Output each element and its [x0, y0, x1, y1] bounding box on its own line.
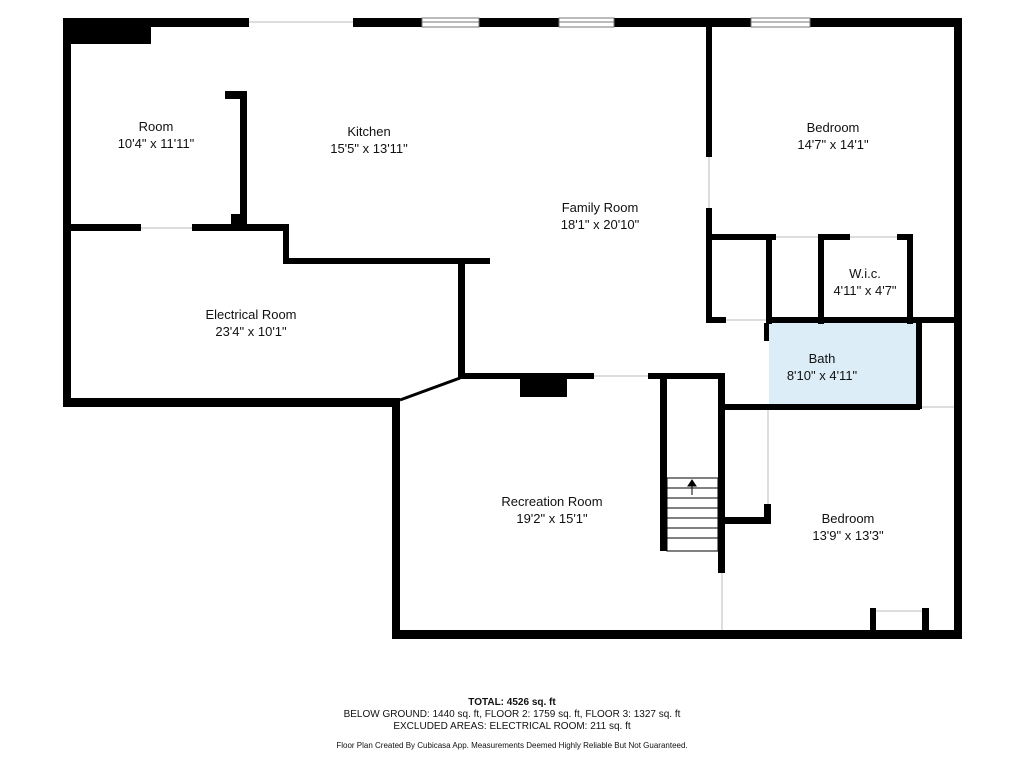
room-dims-bedroom-se: 13'9" x 13'3" — [812, 528, 884, 543]
room-label-kitchen: Kitchen — [347, 124, 390, 139]
walls — [63, 18, 962, 639]
room-dims-family-room: 18'1" x 20'10" — [561, 217, 640, 232]
room-dims-electrical: 23'4" x 10'1" — [215, 324, 287, 339]
room-dims-recreation: 19'2" x 15'1" — [516, 511, 588, 526]
room-labels: Room 10'4" x 11'11" Kitchen 15'5" x 13'1… — [118, 119, 897, 543]
room-dims-bedroom-ne: 14'7" x 14'1" — [797, 137, 869, 152]
room-dims-kitchen: 15'5" x 13'11" — [330, 141, 408, 156]
stairs — [666, 477, 719, 552]
footer-excluded: EXCLUDED AREAS: ELECTRICAL ROOM: 211 sq.… — [393, 721, 631, 732]
room-label-recreation: Recreation Room — [501, 494, 602, 509]
windows — [421, 17, 811, 28]
bath-floor — [769, 323, 919, 407]
room-label-room: Room — [139, 119, 174, 134]
room-label-bedroom-se: Bedroom — [822, 511, 875, 526]
room-dims-bath: 8'10" x 4'11" — [787, 368, 858, 383]
footer-breakdown: BELOW GROUND: 1440 sq. ft, FLOOR 2: 1759… — [343, 709, 681, 720]
room-dims-wic: 4'11" x 4'7" — [833, 283, 896, 298]
angled-wall — [399, 376, 461, 402]
footer-disclaimer: Floor Plan Created By Cubicasa App. Meas… — [336, 741, 688, 750]
footer-total: TOTAL: 4526 sq. ft — [468, 697, 556, 708]
door-openings — [141, 21, 954, 630]
room-label-wic: W.i.c. — [849, 266, 881, 281]
room-label-bedroom-ne: Bedroom — [807, 120, 860, 135]
room-dims-room: 10'4" x 11'11" — [118, 136, 195, 151]
room-label-electrical: Electrical Room — [205, 307, 296, 322]
room-label-bath: Bath — [809, 351, 836, 366]
room-label-family-room: Family Room — [562, 200, 639, 215]
